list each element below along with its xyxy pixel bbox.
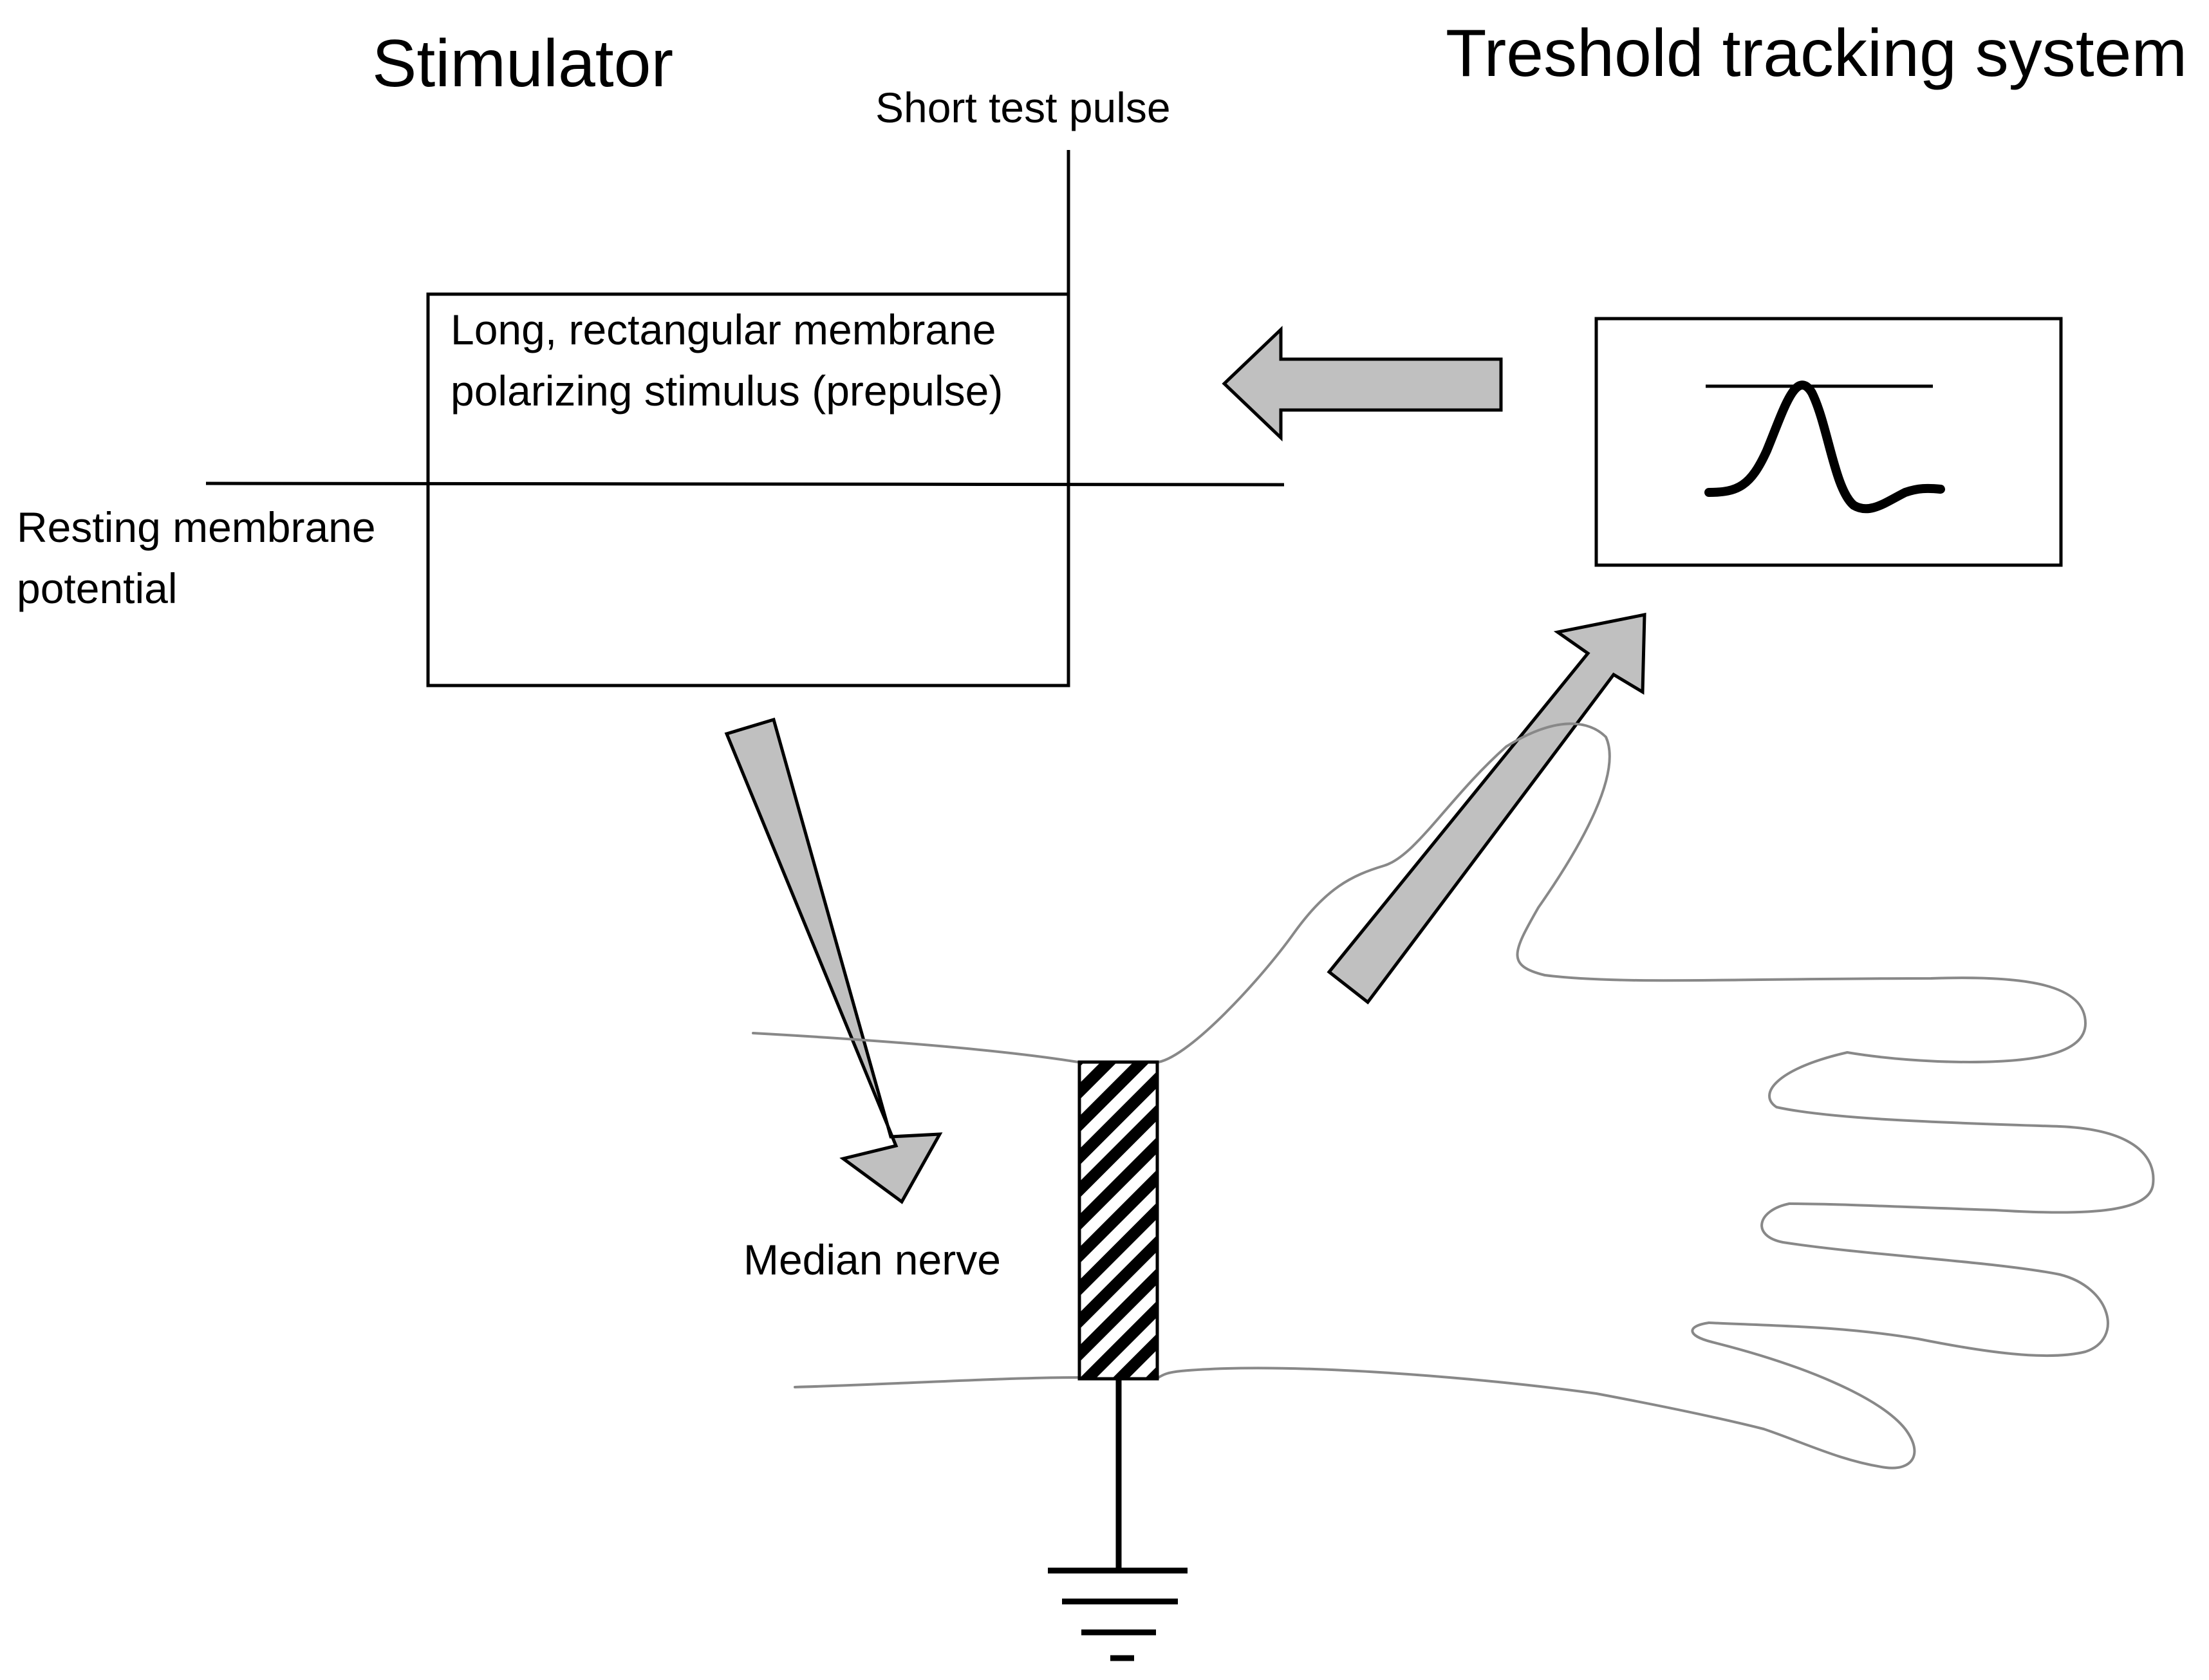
monitor-box: [1594, 317, 2063, 567]
ground-symbol-icon: [1048, 1379, 1188, 1661]
hand-outline: [752, 722, 2155, 1470]
forearm-bottom-edge: [794, 1376, 1079, 1388]
stimulus-waveform: [205, 150, 1285, 687]
prepulse-label-line2: polarizing stimulus (prepulse): [451, 367, 1003, 415]
tracking-monitor: [1594, 317, 2063, 567]
short-test-pulse-label: Short test pulse: [875, 84, 1171, 131]
thumb-and-hand-top: [1157, 722, 2087, 1063]
recording-arrow: [1327, 612, 1646, 1005]
forearm-top-edge: [752, 1032, 1079, 1063]
action-potential-waveform-icon: [1704, 380, 1945, 514]
feedback-arrow: [1222, 326, 1503, 442]
finger-index: [1768, 1051, 2155, 1214]
finger-ring: [1691, 1321, 1916, 1470]
resting-potential-line: [205, 481, 1285, 487]
hatched-electrode-icon: [1077, 1060, 1159, 1381]
prepulse-label-line1: Long, rectangular membrane: [451, 306, 996, 353]
median-nerve-label: Median nerve: [743, 1236, 1001, 1283]
finger-middle: [1708, 1202, 2109, 1358]
resting-potential-label-line1: Resting membrane: [17, 503, 376, 551]
finger-little-and-palm: [1157, 1367, 1765, 1430]
tracking-system-title: Treshold tracking system: [1446, 16, 2187, 91]
stimulation-arrow-shape: [724, 717, 943, 1204]
stimulator-title: Stimulator: [372, 26, 673, 101]
resting-potential-label-line2: potential: [17, 565, 178, 612]
